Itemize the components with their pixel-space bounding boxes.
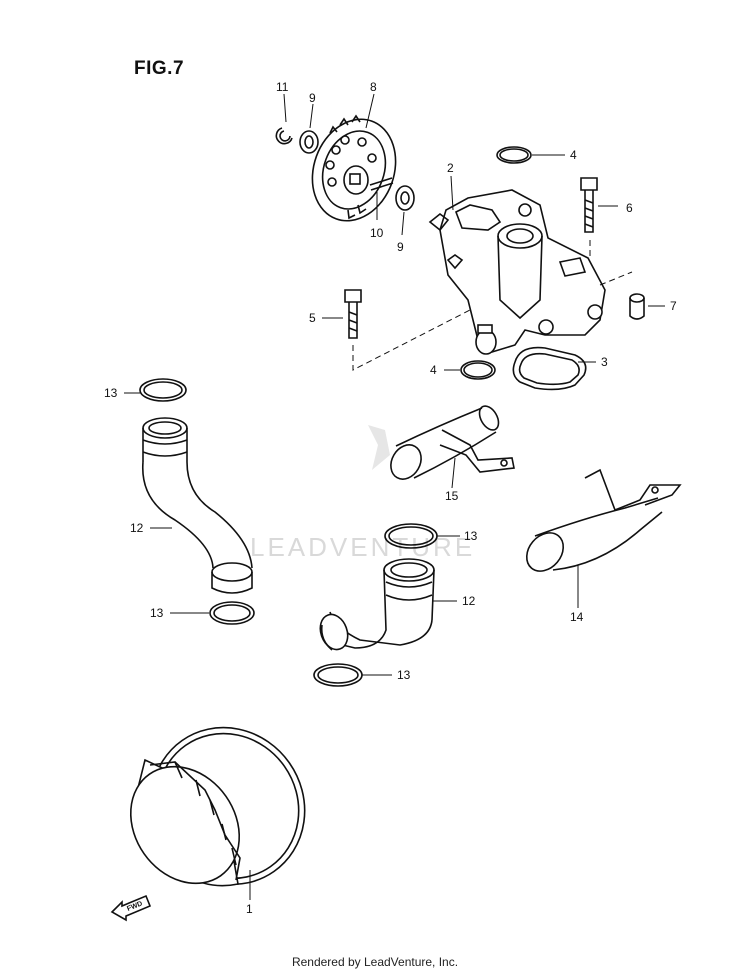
watermark-flame-icon	[368, 425, 390, 470]
part-7-dowel[interactable]	[629, 293, 645, 320]
callout-13-b: 13	[150, 606, 164, 620]
callout-3: 3	[601, 355, 608, 369]
part-1-oil-filter[interactable]	[108, 697, 335, 914]
callout-4-bottom: 4	[430, 363, 437, 377]
watermark-text: LEADVENTURE	[250, 532, 475, 562]
callout-7: 7	[670, 299, 677, 313]
callout-4-top: 4	[570, 148, 577, 162]
watermark: LEADVENTURE	[250, 425, 475, 562]
callout-9-bottom: 9	[397, 240, 404, 254]
part-3-gasket[interactable]	[512, 346, 587, 391]
callout-6: 6	[626, 201, 633, 215]
part-13-o-ring-d[interactable]	[313, 663, 363, 687]
part-4-o-ring-top[interactable]	[496, 146, 532, 164]
part-10-pin[interactable]	[369, 177, 394, 191]
part-11-circlip[interactable]	[275, 127, 293, 145]
callout-5: 5	[309, 311, 316, 325]
callout-11: 11	[276, 80, 289, 94]
callout-13-c: 13	[464, 529, 478, 543]
part-4-o-ring-bottom[interactable]	[460, 360, 496, 380]
callout-12-right: 12	[462, 594, 476, 608]
callout-10: 10	[370, 226, 384, 240]
part-6-bolt[interactable]	[580, 177, 598, 233]
part-12-pipe-left[interactable]	[142, 417, 253, 594]
footer-credit: Rendered by LeadVenture, Inc.	[291, 955, 459, 969]
assembly-line-5	[352, 309, 471, 371]
callout-numbers: 11 9 8 10 9 2 4 6 7 5 4 3 13 12 13 13 12…	[104, 80, 677, 916]
figure-title: FIG.7	[134, 58, 185, 79]
part-14-pipe[interactable]	[519, 468, 682, 578]
assembly-line-7	[599, 271, 633, 286]
part-2-oil-pump[interactable]	[428, 189, 606, 355]
part-9-washer-b[interactable]	[395, 185, 415, 211]
callout-9-top: 9	[309, 91, 316, 105]
callout-14: 14	[570, 610, 584, 624]
callout-8: 8	[370, 80, 377, 94]
callout-1: 1	[246, 902, 253, 916]
callout-13-d: 13	[397, 668, 411, 682]
part-15-hose[interactable]	[385, 403, 515, 485]
leader-lines	[124, 93, 665, 900]
part-12-pipe-right[interactable]	[316, 558, 435, 653]
part-8-gear[interactable]	[299, 107, 410, 232]
callout-2: 2	[447, 161, 454, 175]
callout-12-left: 12	[130, 521, 144, 535]
part-13-o-ring-b[interactable]	[209, 601, 255, 625]
callout-13-a: 13	[104, 386, 118, 400]
part-5-bolt[interactable]	[344, 289, 362, 339]
fwd-arrow-icon: FWD	[110, 894, 152, 922]
part-13-o-ring-a[interactable]	[139, 378, 187, 402]
part-9-washer-a[interactable]	[299, 130, 319, 154]
callout-15: 15	[445, 489, 459, 503]
